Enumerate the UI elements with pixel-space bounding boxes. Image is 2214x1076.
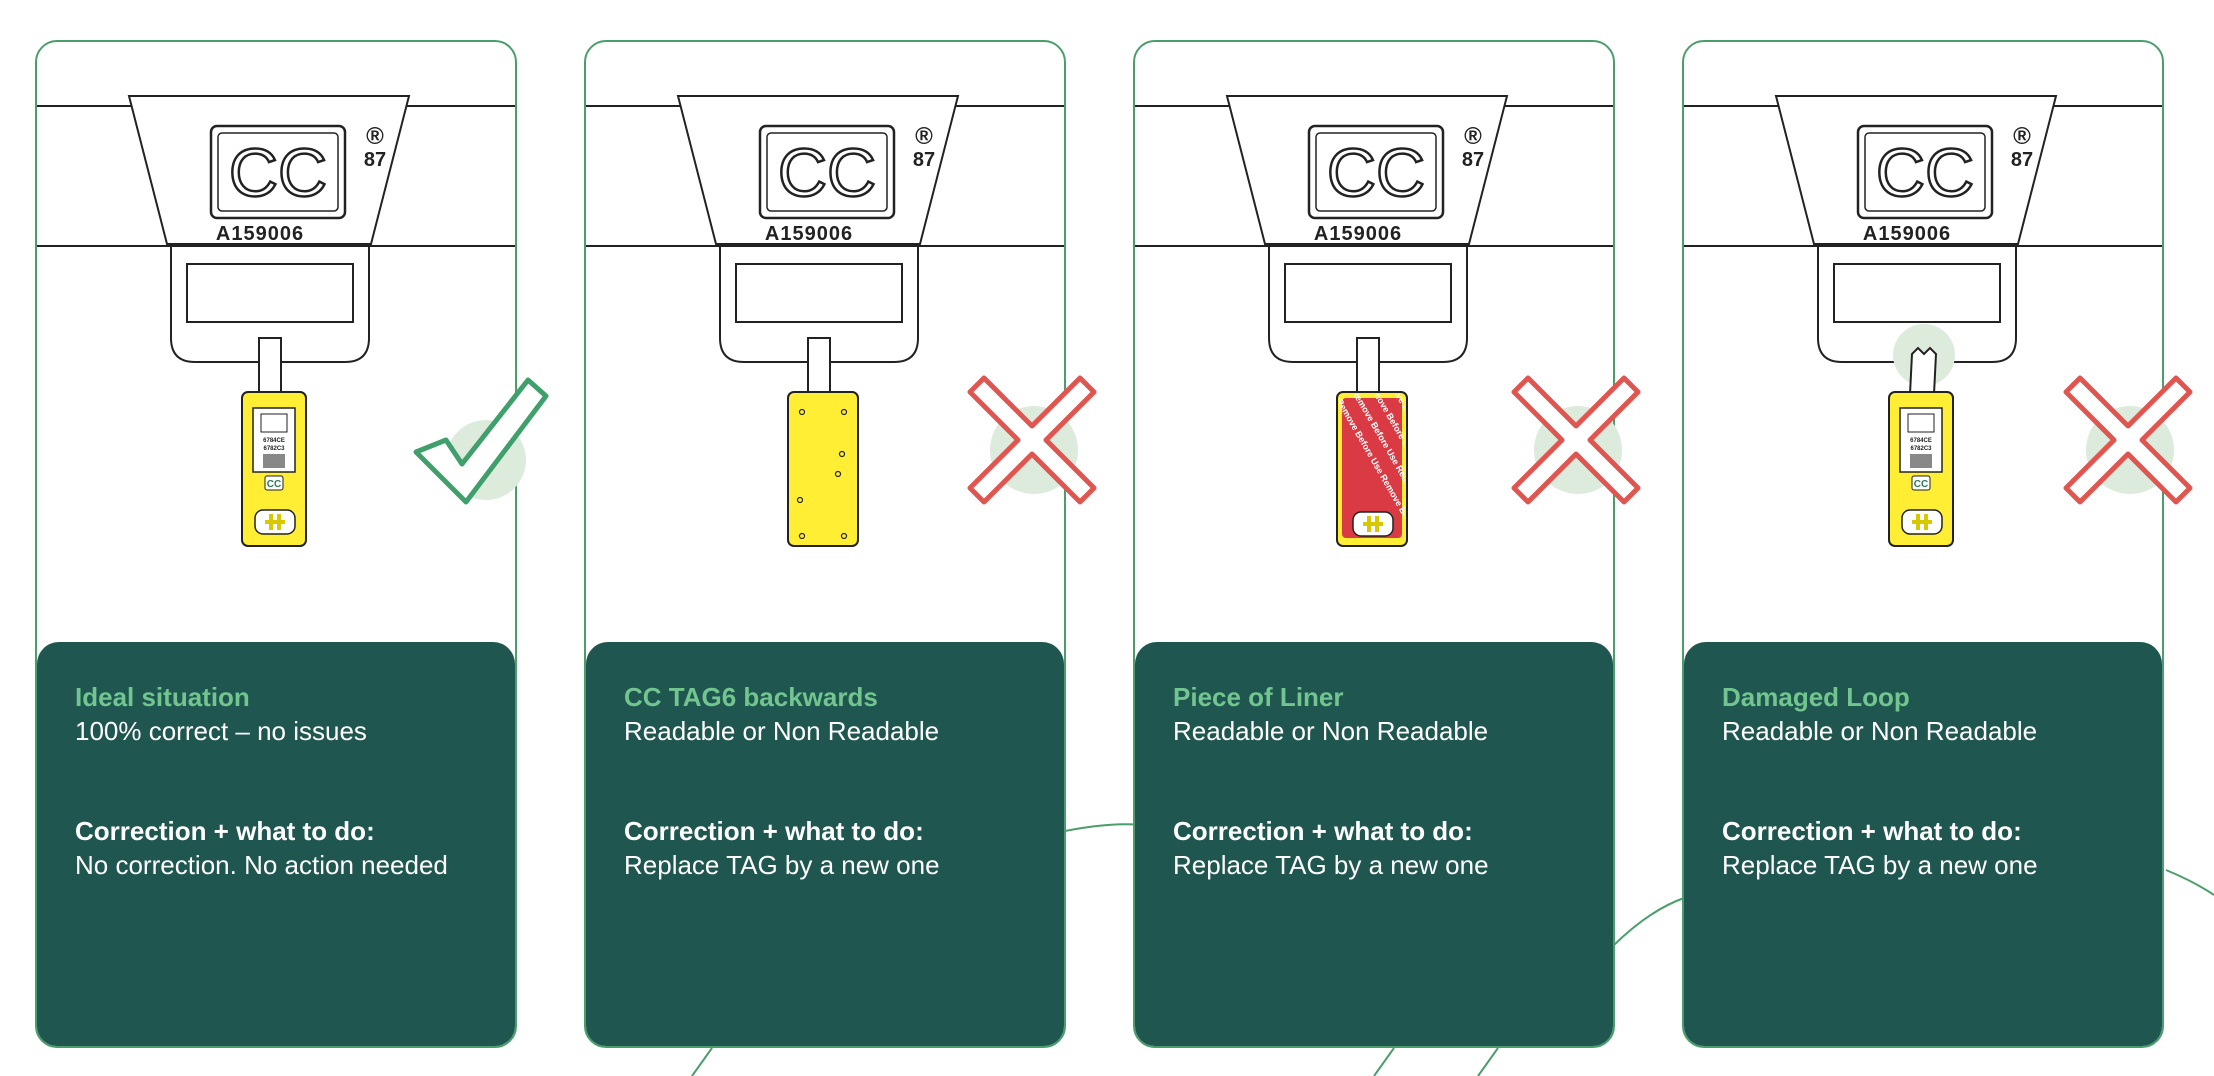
registered-number: 87 (913, 149, 935, 171)
correction-text: Replace TAG by a new one (624, 850, 940, 880)
registered-number: 87 (364, 149, 386, 171)
scenario-info-panel: Damaged Loop Readable or Non Readable Co… (1684, 642, 2162, 1046)
scenario-card-backwards: CC ® 87 A159006 CC TAG6 backwards Readab… (584, 40, 1066, 1048)
tag-loop (807, 337, 831, 393)
registered-number: 87 (2011, 149, 2033, 171)
scenario-card-damaged-loop: CC ® 87 A159006 6784CE 6782C3 CC Damaged… (1682, 40, 2164, 1048)
fixture: CC ® 87 A159006 (1135, 95, 1613, 363)
fixture-logo-text: CC (1327, 135, 1425, 211)
tag-chip-logo: CC (1914, 479, 1928, 490)
check-icon (413, 377, 549, 505)
serial-number: A159006 (765, 223, 853, 245)
scenario-subtitle: Readable or Non Readable (1173, 716, 1489, 746)
fixture-logo-text: CC (778, 135, 876, 211)
correction-text: Replace TAG by a new one (1173, 850, 1489, 880)
scenario-info-panel: CC TAG6 backwards Readable or Non Readab… (586, 642, 1064, 1046)
tag-with-liner: Remove Before Use Remove Before Use Remo… (1336, 391, 1408, 547)
fixture-logo-text: CC (229, 135, 327, 211)
scenario-info-panel: Piece of Liner Readable or Non Readable … (1135, 642, 1613, 1046)
fixture-logo-text: CC (1876, 135, 1974, 211)
scenario-title: CC TAG6 backwards (624, 682, 878, 712)
correction-label: Correction + what to do: (1173, 816, 1473, 846)
tag-chip-line-2: 6782C3 (263, 446, 285, 452)
registered-symbol: ® (1464, 123, 1482, 150)
tag-front: 6784CE 6782C3 CC (1888, 391, 1954, 547)
correction-label: Correction + what to do: (1722, 816, 2022, 846)
scenario-title: Ideal situation (75, 682, 250, 712)
tag-chip-line-2: 6782C3 (1910, 446, 1932, 452)
scenario-title: Piece of Liner (1173, 682, 1344, 712)
cross-icon (1511, 375, 1641, 505)
correction-label: Correction + what to do: (75, 816, 375, 846)
fixture-illustration: CC ® 87 A159006 Remove Before Use Remove… (1135, 95, 1613, 547)
serial-number: A159006 (1863, 223, 1951, 245)
registered-symbol: ® (366, 123, 384, 150)
cross-icon (2063, 375, 2193, 505)
fixture-illustration: CC ® 87 A159006 (586, 95, 1064, 547)
tag-front: 6784CE 6782C3 CC (241, 391, 307, 547)
tag-chip-line-1: 6784CE (1910, 438, 1932, 444)
damaged-tag-loop (1908, 346, 1938, 395)
scenario-subtitle: 100% correct – no issues (75, 716, 367, 746)
scenario-subtitle: Readable or Non Readable (1722, 716, 2038, 746)
tag-chip-logo: CC (267, 479, 281, 490)
tag-back (787, 391, 859, 547)
scenario-card-ideal: CC ® 87 A159006 6784CE 6782C3 CC Ideal s… (35, 40, 517, 1048)
correction-text: No correction. No action needed (75, 850, 448, 880)
scenario-subtitle: Readable or Non Readable (624, 716, 940, 746)
fixture-illustration: CC ® 87 A159006 6784CE 6782C3 CC (37, 95, 515, 547)
scenario-title: Damaged Loop (1722, 682, 1910, 712)
correction-text: Replace TAG by a new one (1722, 850, 2038, 880)
cross-icon (967, 375, 1097, 505)
correction-label: Correction + what to do: (624, 816, 924, 846)
tag-loop (1356, 337, 1380, 393)
tag-loop (258, 337, 282, 393)
registered-symbol: ® (915, 123, 933, 150)
scenario-info-panel: Ideal situation 100% correct – no issues… (37, 642, 515, 1046)
scenario-card-liner: CC ® 87 A159006 Remove Before Use Remove… (1133, 40, 1615, 1048)
fixture: CC ® 87 A159006 (1684, 95, 2162, 363)
serial-number: A159006 (216, 223, 304, 245)
tag-chip-line-1: 6784CE (263, 438, 285, 444)
fixture: CC ® 87 A159006 (37, 95, 515, 363)
registered-number: 87 (1462, 149, 1484, 171)
serial-number: A159006 (1314, 223, 1402, 245)
registered-symbol: ® (2013, 123, 2031, 150)
fixture-illustration: CC ® 87 A159006 6784CE 6782C3 CC (1684, 95, 2162, 547)
fixture: CC ® 87 A159006 (586, 95, 1064, 363)
